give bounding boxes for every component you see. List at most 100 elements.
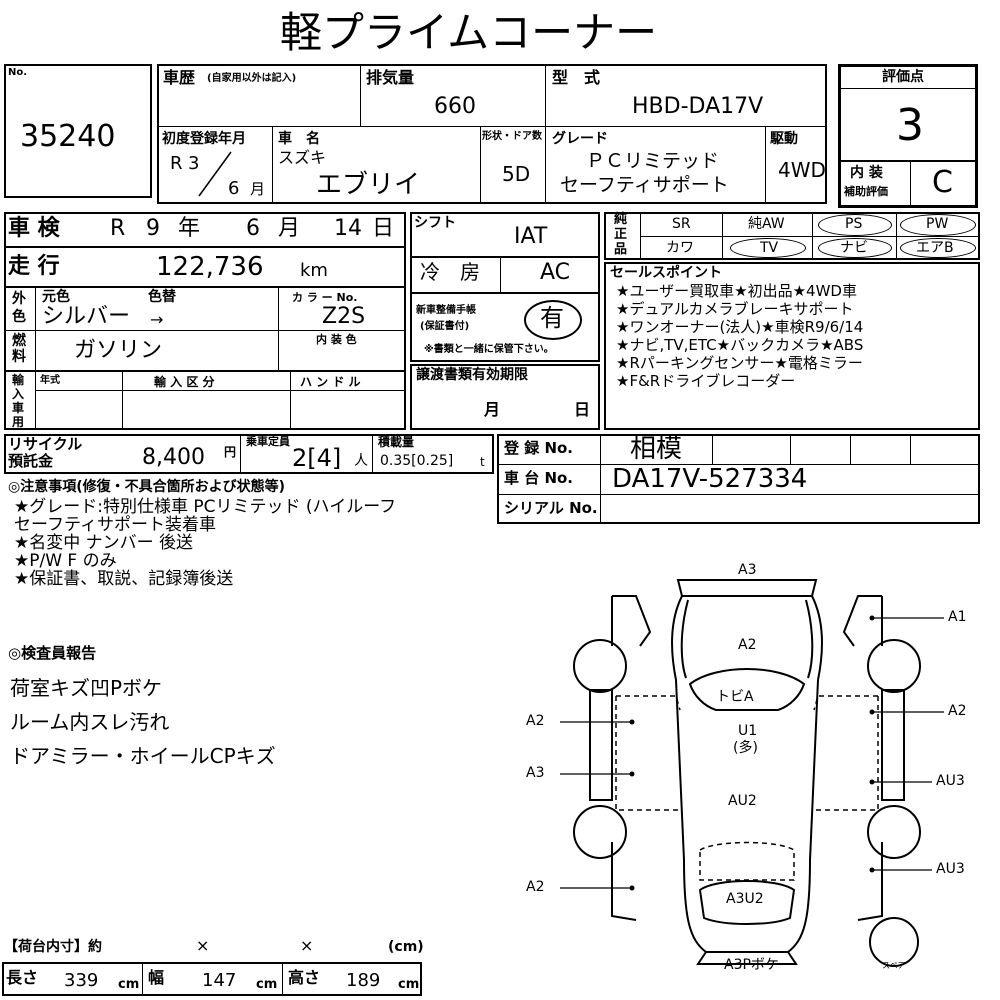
import-label-1: 輸	[12, 373, 25, 387]
capacity-unit: 人	[354, 453, 368, 469]
genuine-label1: 純	[614, 212, 628, 227]
color-repaint-label: 色替	[148, 289, 176, 305]
cargo-length-label: 長さ	[6, 968, 39, 987]
diagram-bottom-label: A3Pボケ	[724, 957, 779, 973]
note-3: ★名変中 ナンバー 後送	[14, 533, 194, 553]
grade-label: グレード	[552, 131, 608, 147]
genuine-label3: 品	[614, 242, 628, 257]
cargo-height-label: 高さ	[288, 968, 321, 987]
mileage-unit: km	[300, 260, 328, 281]
shift-value: IAT	[514, 224, 548, 249]
color-side2: 色	[12, 309, 26, 325]
first-reg-slash	[198, 151, 232, 197]
cargo-width-label: 幅	[148, 968, 165, 987]
inspection-year: 9	[146, 216, 160, 241]
cargo-dimensions-box	[2, 962, 422, 996]
import-year-label: 年式	[40, 375, 60, 386]
history-label: 車歴	[163, 68, 196, 87]
color-side1: 外	[12, 291, 26, 307]
color-value: シルバー	[42, 304, 131, 329]
diagram-right-label-2: A2	[948, 703, 967, 719]
diagram-top-label: A3	[738, 562, 757, 578]
inspection-year-unit: 年	[178, 216, 201, 241]
lot-box	[4, 64, 152, 198]
body-doors-label: 形状・ドア数	[482, 131, 542, 142]
rating-label: 評価点	[882, 69, 924, 85]
notes-label: ◎注意事項(修復・不具合箇所および状態等)	[8, 479, 286, 495]
genuine-sr: SR	[672, 216, 691, 232]
displacement-label: 排気量	[366, 68, 415, 87]
diagram-right-label-4: AU3	[936, 861, 965, 877]
maintenance-value: 有	[540, 304, 564, 332]
diagram-roof-label-2: (多)	[733, 740, 758, 756]
recycle-label1: リサイクル	[8, 435, 83, 453]
sales-point-3: ★ワンオーナー(法人)★車検R9/6/14	[616, 318, 864, 336]
first-reg-label: 初度登録年月	[162, 131, 246, 147]
grade-line1: ＰＣリミテッド	[586, 150, 720, 172]
model-type-label: 型 式	[552, 68, 601, 87]
cargo-length-unit: cm	[118, 977, 140, 992]
car-name: エブリイ	[316, 170, 421, 200]
genuine-leather: カワ	[666, 240, 694, 256]
cargo-unit-label: (cm)	[388, 939, 424, 955]
inspection-label: 車 検	[8, 216, 60, 241]
transfer-docs-label: 譲渡書類有効期限	[416, 367, 528, 383]
body-doors-value: 5D	[502, 162, 531, 186]
sales-point-4: ★ナビ,TV,ETC★バックカメラ★ABS	[616, 336, 864, 354]
registration-block	[497, 434, 980, 524]
recycle-block	[4, 434, 494, 474]
page-title: 軽プライムコーナー	[280, 8, 658, 57]
genuine-tv-oval	[730, 238, 806, 258]
inspection-day-unit: 日	[372, 216, 395, 241]
note-5: ★保証書、取説、記録簿後送	[14, 569, 234, 589]
car-damage-diagram	[560, 579, 944, 967]
genuine-tv: TV	[760, 240, 779, 256]
genuine-airbag: エアB	[916, 240, 954, 256]
interior-rating-label2: 補助評価	[844, 185, 888, 198]
chassis-label: 車 台 No.	[504, 469, 574, 487]
diagram-right-label-1: A1	[948, 609, 967, 625]
diagram-rear-label: A3U2	[726, 891, 764, 907]
shift-block	[410, 212, 600, 362]
diagram-spare-label: スペア	[882, 961, 906, 970]
rating-box	[838, 64, 978, 208]
maintenance-label2: (保証書付)	[420, 321, 470, 332]
drive-value: 4WD	[778, 158, 826, 182]
genuine-ps-oval	[818, 214, 892, 236]
diagram-left-label-1: A2	[526, 713, 545, 729]
genuine-pw: PW	[926, 216, 949, 232]
registration-label: 登 録 No.	[504, 439, 574, 457]
lot-label: No.	[8, 67, 28, 78]
capacity-label: 乗車定員	[246, 435, 290, 448]
capacity-value: 2[4]	[292, 444, 342, 472]
sales-points-block	[604, 262, 980, 430]
chassis-value: DA17V-527334	[612, 464, 808, 494]
history-note: (自家用以外は記入)	[207, 73, 297, 84]
cargo-length-value: 339	[64, 970, 99, 991]
note-4: ★P/W F のみ	[14, 551, 117, 571]
color-orig-label: 元色	[42, 289, 70, 305]
import-handle-label: ハ ン ド ル	[300, 375, 361, 389]
cargo-label: 【荷台内寸】約	[4, 939, 102, 955]
lot-number: 35240	[20, 119, 116, 154]
mileage-value: 122,736	[156, 252, 264, 282]
recycle-unit: 円	[224, 445, 237, 459]
note-1: ★グレード:特別仕様車 PCリミテッド (ハイルーフ	[14, 497, 397, 517]
load-unit: t	[480, 455, 485, 469]
import-label-2: 入	[12, 387, 25, 401]
cargo-width-value: 147	[202, 970, 237, 991]
sales-points-label: セールスポイント	[610, 265, 722, 281]
fuel-label1: 燃	[12, 333, 26, 349]
genuine-label2: 正	[614, 227, 628, 242]
genuine-pw-oval	[900, 214, 976, 236]
cargo-times-1: ×	[196, 936, 210, 955]
recycle-label2: 預託金	[8, 452, 54, 470]
color-code-label: カ ラ ー No.	[292, 291, 358, 304]
mileage-label: 走 行	[8, 254, 60, 279]
load-value: 0.35[0.25]	[380, 453, 454, 469]
serial-label: シリアル No.	[504, 499, 598, 517]
cargo-height-value: 189	[346, 970, 381, 991]
transfer-docs-month-unit: 月	[484, 400, 501, 419]
diagram-left-label-3: A2	[526, 879, 545, 895]
transfer-docs-day-unit: 日	[574, 400, 591, 419]
